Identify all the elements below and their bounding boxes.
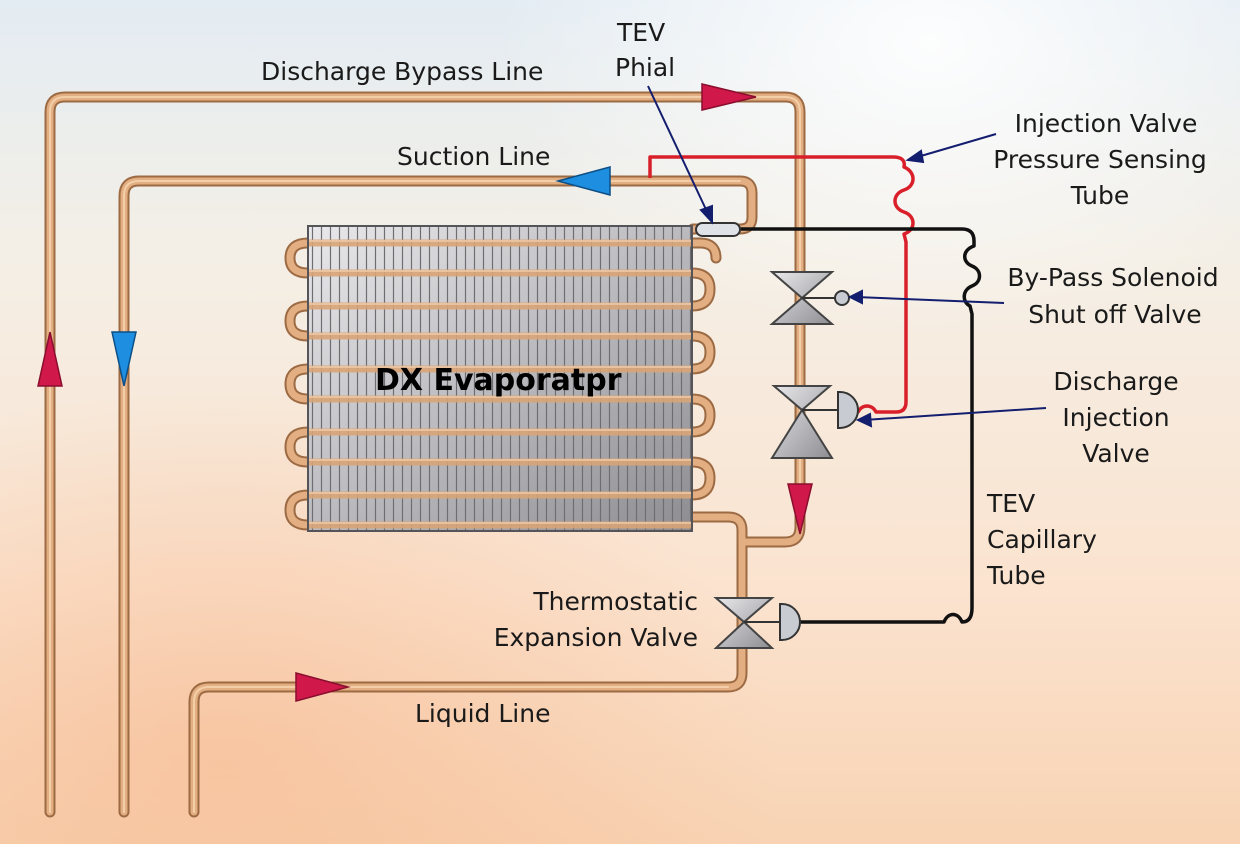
label-discharge-valve-3: Valve: [1082, 439, 1150, 468]
label-capillary-2: Capillary: [987, 525, 1097, 554]
label-suction-line: Suction Line: [397, 142, 550, 171]
label-solenoid-1: By-Pass Solenoid: [1007, 263, 1218, 292]
thermostatic-expansion-valve: [713, 597, 801, 649]
tev-capillary-tube: [738, 227, 982, 624]
evaporator-title: DX Evaporatpr: [375, 363, 622, 398]
bypass-down-arrow: [787, 483, 813, 535]
label-tev-phial-2: Phial: [615, 53, 675, 82]
label-discharge-valve-2: Injection: [1062, 403, 1169, 432]
copper-pipes: [44, 91, 806, 818]
label-liquid-line: Liquid Line: [415, 699, 550, 728]
injection-pressure-sensing-tube: [648, 155, 915, 414]
flow-arrows: [37, 83, 813, 702]
tev-phial: [695, 222, 741, 237]
label-tev-phial-1: TEV: [616, 18, 665, 47]
discharge-bypass-arrow: [701, 83, 757, 111]
bypass-solenoid-valve: [769, 271, 850, 325]
label-tev-1: Thermostatic: [532, 587, 698, 616]
label-discharge-valve-1: Discharge: [1053, 367, 1178, 396]
label-injection-tube-2: Pressure Sensing: [993, 145, 1206, 174]
suction-line-arrow: [555, 166, 611, 196]
label-solenoid-2: Shut off Valve: [1028, 300, 1201, 329]
leader-lines: [647, 85, 1047, 428]
label-injection-tube-3: Tube: [1070, 181, 1130, 210]
riser-up-arrow: [37, 331, 63, 387]
suction-down-arrow: [111, 331, 137, 387]
liquid-line-arrow: [295, 672, 351, 702]
label-discharge-bypass-line: Discharge Bypass Line: [261, 57, 543, 86]
label-capillary-3: Tube: [986, 561, 1046, 590]
discharge-injection-valve: [770, 385, 859, 459]
label-capillary-1: TEV: [986, 489, 1035, 518]
label-injection-tube-1: Injection Valve: [1015, 109, 1198, 138]
label-tev-2: Expansion Valve: [494, 623, 698, 652]
evaporator-coil: [307, 225, 693, 532]
